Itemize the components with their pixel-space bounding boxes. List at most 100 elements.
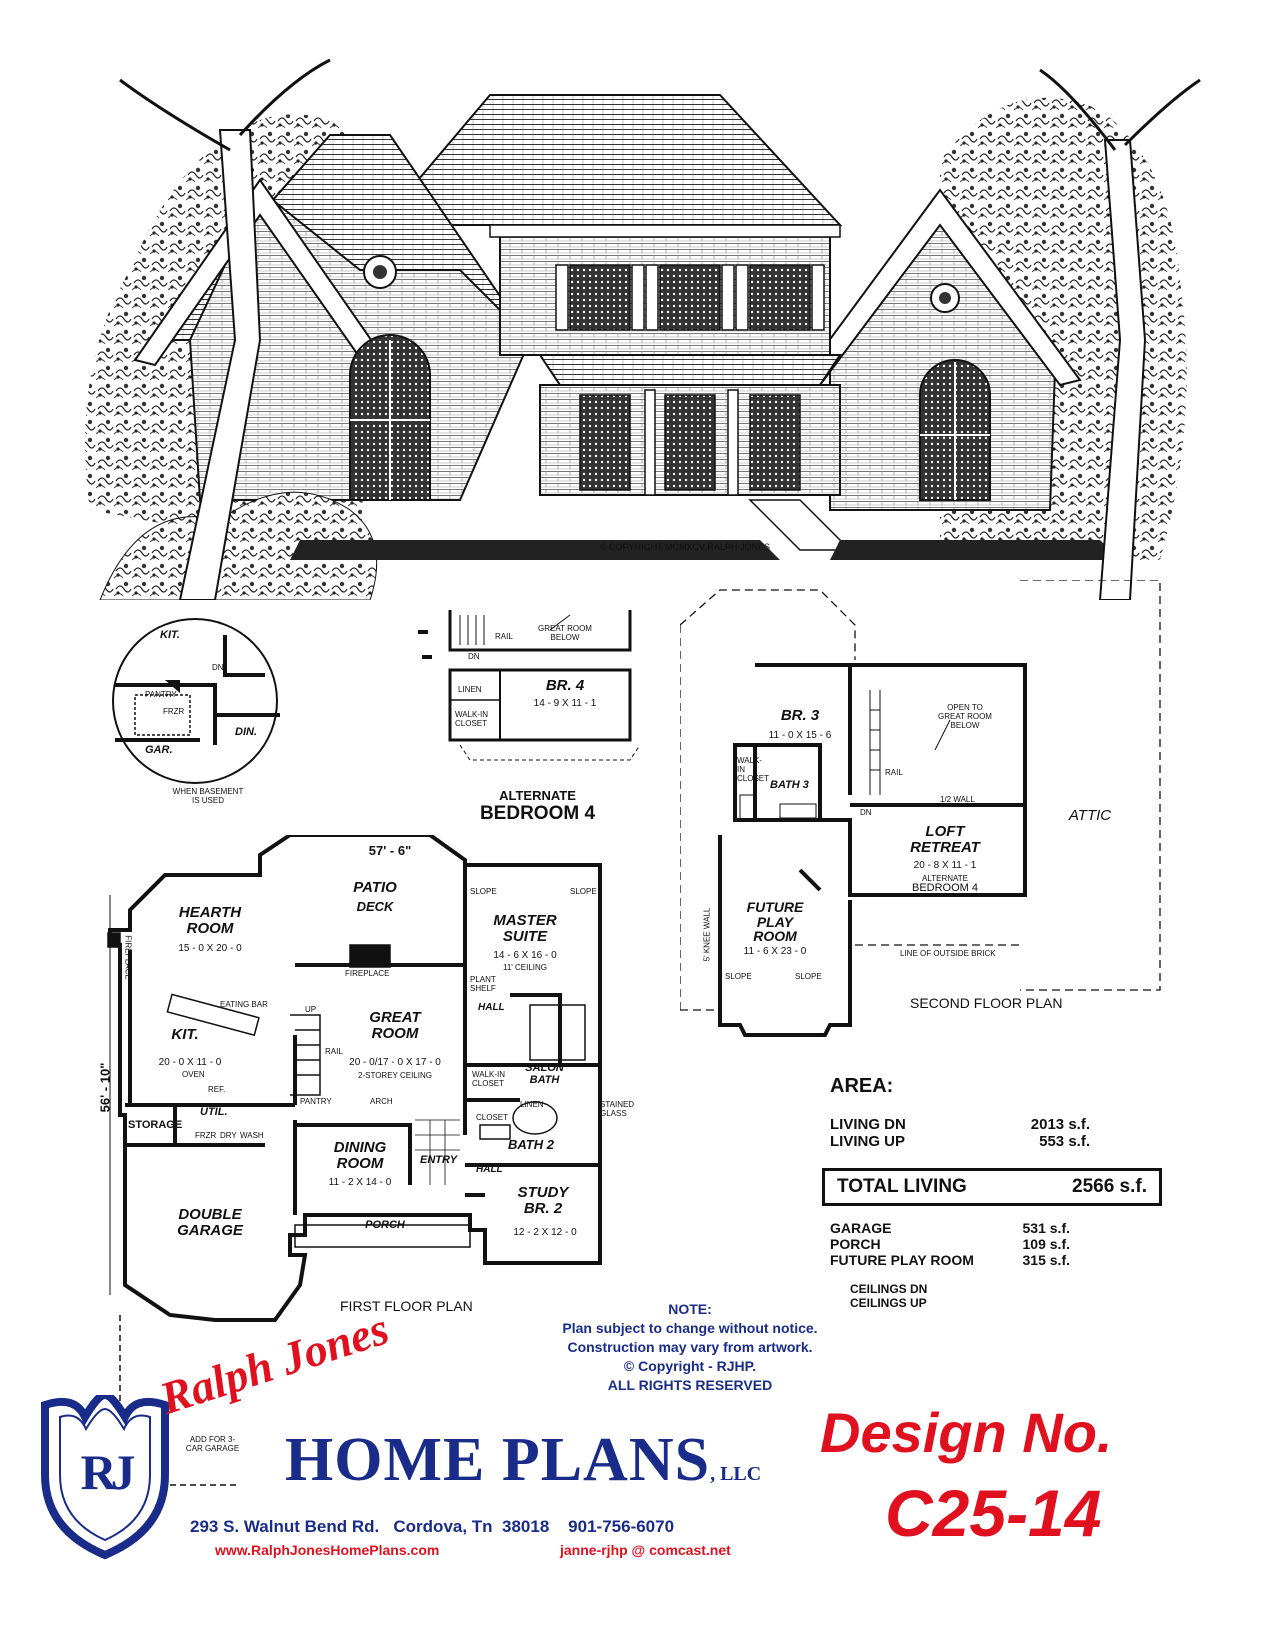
ff-deck-label: DECK — [356, 899, 394, 914]
ff-kit-label: KIT. — [171, 1026, 199, 1043]
ff-entry-label: ENTRY — [420, 1154, 458, 1166]
alt-title-line2: BEDROOM 4 — [479, 803, 596, 824]
rendering-copyright: © COPYRIGHT MCMXCV RALPH JONES — [600, 542, 770, 552]
area-row-value: 553 s.f. — [1039, 1133, 1090, 1150]
ff-hall-upper: HALL — [478, 1002, 505, 1013]
ff-hall-lower: HALL — [476, 1164, 503, 1175]
ff-dining-dim: 11 - 2 X 14 - 0 — [328, 1177, 392, 1188]
design-number: C25-14 — [885, 1476, 1102, 1550]
area-row-label: GARAGE — [830, 1220, 892, 1236]
ff-eating-bar: EATING BAR — [220, 1000, 268, 1009]
ff-fireplace-side: FIREPLACE — [123, 935, 133, 980]
sf-dn-label: DN — [860, 808, 872, 817]
ff-master-label: MASTER SUITE — [493, 912, 557, 945]
note-heading: NOTE: — [668, 1301, 712, 1317]
brand-company: HOME PLANS, LLC — [285, 1425, 761, 1496]
alt-br4-dim: 14 - 9 X 11 - 1 — [533, 698, 597, 709]
ff-ref-label: REF. — [208, 1085, 226, 1094]
sf-outside-brick: LINE OF OUTSIDE BRICK — [900, 949, 996, 958]
ff-walk-in-closet: WALK-IN CLOSET — [472, 1070, 506, 1088]
area-row: LIVING DN 2013 s.f. — [830, 1116, 1180, 1133]
basement-inset-svg — [112, 618, 280, 784]
ff-stained-glass: STAINED GLASS — [600, 1100, 635, 1118]
area-row-value: 315 s.f. — [1022, 1252, 1070, 1268]
ff-master-ceiling: 11' CEILING — [502, 963, 548, 972]
ff-porch-label: PORCH — [365, 1219, 405, 1231]
ff-bath2-label: BATH 2 — [508, 1137, 554, 1152]
house-elevation-drawing: © COPYRIGHT MCMXCV RALPH JONES — [60, 40, 1220, 601]
sf-attic-label: ATTIC — [1068, 807, 1112, 824]
area-row-label: PORCH — [830, 1236, 881, 1252]
ff-pantry-label: PANTRY — [300, 1097, 332, 1106]
ff-garage-label: DOUBLE GARAGE — [177, 1206, 243, 1239]
ff-dining-label: DINING ROOM — [333, 1139, 387, 1172]
total-living-label: TOTAL LIVING — [837, 1176, 967, 1197]
sf-walk-in-closet: WALK-IN CLOSET — [737, 756, 770, 783]
sf-br3-label: BR. 3 — [780, 707, 820, 724]
area-row-value: 2013 s.f. — [1030, 1116, 1090, 1133]
sf-loft-dim: 20 - 8 X 11 - 1 — [913, 860, 977, 871]
note-line-4: ALL RIGHTS RESERVED — [607, 1377, 773, 1393]
sf-rail-label: RAIL — [885, 768, 903, 777]
area-row: FUTURE PLAY ROOM 315 s.f. — [830, 1252, 1180, 1268]
note-line-2: Construction may vary from artwork. — [567, 1339, 813, 1355]
inset-kit-label: KIT. — [160, 629, 180, 641]
area-row-label: LIVING UP — [830, 1133, 906, 1150]
inset-din-label: DIN. — [235, 726, 257, 738]
area-heading: AREA: — [830, 1075, 894, 1097]
ff-kit-dim: 20 - 0 X 11 - 0 — [158, 1057, 222, 1068]
ff-title: FIRST FLOOR PLAN — [340, 1298, 473, 1314]
sf-half-wall: 1/2 WALL — [940, 795, 975, 804]
area-summary: AREA: LIVING DN 2013 s.f. LIVING UP 553 s.… — [822, 1075, 1180, 1325]
brand-website[interactable]: www.RalphJonesHomePlans.com — [215, 1542, 440, 1558]
ff-great-room-dim: 20 - 0/17 - 0 X 17 - 0 — [349, 1057, 441, 1068]
ff-master-dim: 14 - 6 X 16 - 0 — [493, 950, 557, 961]
ff-add-for-label: ADD FOR 3-CAR GARAGE — [185, 1435, 240, 1453]
inset-pantry-label: PANTRY — [145, 690, 177, 699]
ff-rail-label: RAIL — [325, 1047, 343, 1056]
brand-email[interactable]: janne-rjhp @ comcast.net — [560, 1542, 731, 1558]
alt-dn-label: DN — [468, 652, 480, 661]
inset-frzr-label: FRZR — [163, 707, 185, 716]
sf-slope-left: SLOPE — [725, 972, 752, 981]
sf-future-play-label: FUTURE PLAY ROOM — [746, 899, 804, 945]
sf-alt-line1: ALTERNATE — [922, 874, 968, 883]
ff-study-label: STUDY BR. 2 — [517, 1184, 569, 1217]
note-line-1: Plan subject to change without notice. — [562, 1320, 818, 1336]
sf-title: SECOND FLOOR PLAN — [910, 995, 1063, 1011]
inset-caption-2: IS USED — [191, 796, 224, 805]
ff-plant-shelf: PLANT SHELF — [470, 975, 496, 993]
area-row-label: FUTURE PLAY ROOM — [830, 1252, 974, 1268]
ff-oven-label: OVEN — [182, 1070, 205, 1079]
sf-bath3-label: BATH 3 — [770, 779, 809, 791]
rj-shield-logo: RJ — [40, 1390, 170, 1560]
alternate-bedroom-plan: GREAT ROOM BELOW RAIL DN BR. 4 14 - 9 X … — [400, 600, 650, 830]
second-floor-plan: BR. 3 11 - 0 X 15 - 6 OPEN TO GREAT ROOM… — [679, 579, 1200, 1040]
ff-study-dim: 12 - 2 X 12 - 0 — [513, 1227, 577, 1238]
alt-rail-label: RAIL — [495, 632, 513, 641]
ff-dry-label: DRY — [220, 1131, 237, 1140]
basement-inset: KIT. PANTRY FRZR DN GAR. DIN. WHEN BASEM… — [105, 615, 285, 815]
sf-slope-right: SLOPE — [795, 972, 822, 981]
alternate-bedroom-svg — [418, 610, 641, 761]
note-line-3: © Copyright - RJHP. — [623, 1358, 757, 1374]
first-floor-svg — [107, 833, 602, 1486]
sf-br3-dim: 11 - 0 X 15 - 6 — [768, 730, 832, 741]
ff-patio-label: PATIO — [353, 879, 397, 896]
area-row-label: LIVING DN — [830, 1116, 906, 1133]
alt-br4-name: BR. 4 — [545, 677, 585, 694]
ff-arch-label: ARCH — [370, 1097, 393, 1106]
ff-hearth-label: HEARTH ROOM — [178, 904, 242, 937]
alt-walk-in-closet: WALK-IN CLOSET — [455, 710, 489, 728]
company-name: HOME PLANS — [285, 1426, 711, 1494]
ff-hearth-dim: 15 - 0 X 20 - 0 — [178, 943, 242, 954]
ff-width-dim: 57' - 6" — [368, 843, 412, 858]
second-floor-svg — [679, 579, 1161, 1037]
alt-linen-label: LINEN — [458, 685, 482, 694]
ff-linen-label: LINEN — [520, 1100, 544, 1109]
ff-frzr-label: FRZR — [195, 1131, 217, 1140]
ceilings-up: CEILINGS UP — [850, 1296, 927, 1310]
